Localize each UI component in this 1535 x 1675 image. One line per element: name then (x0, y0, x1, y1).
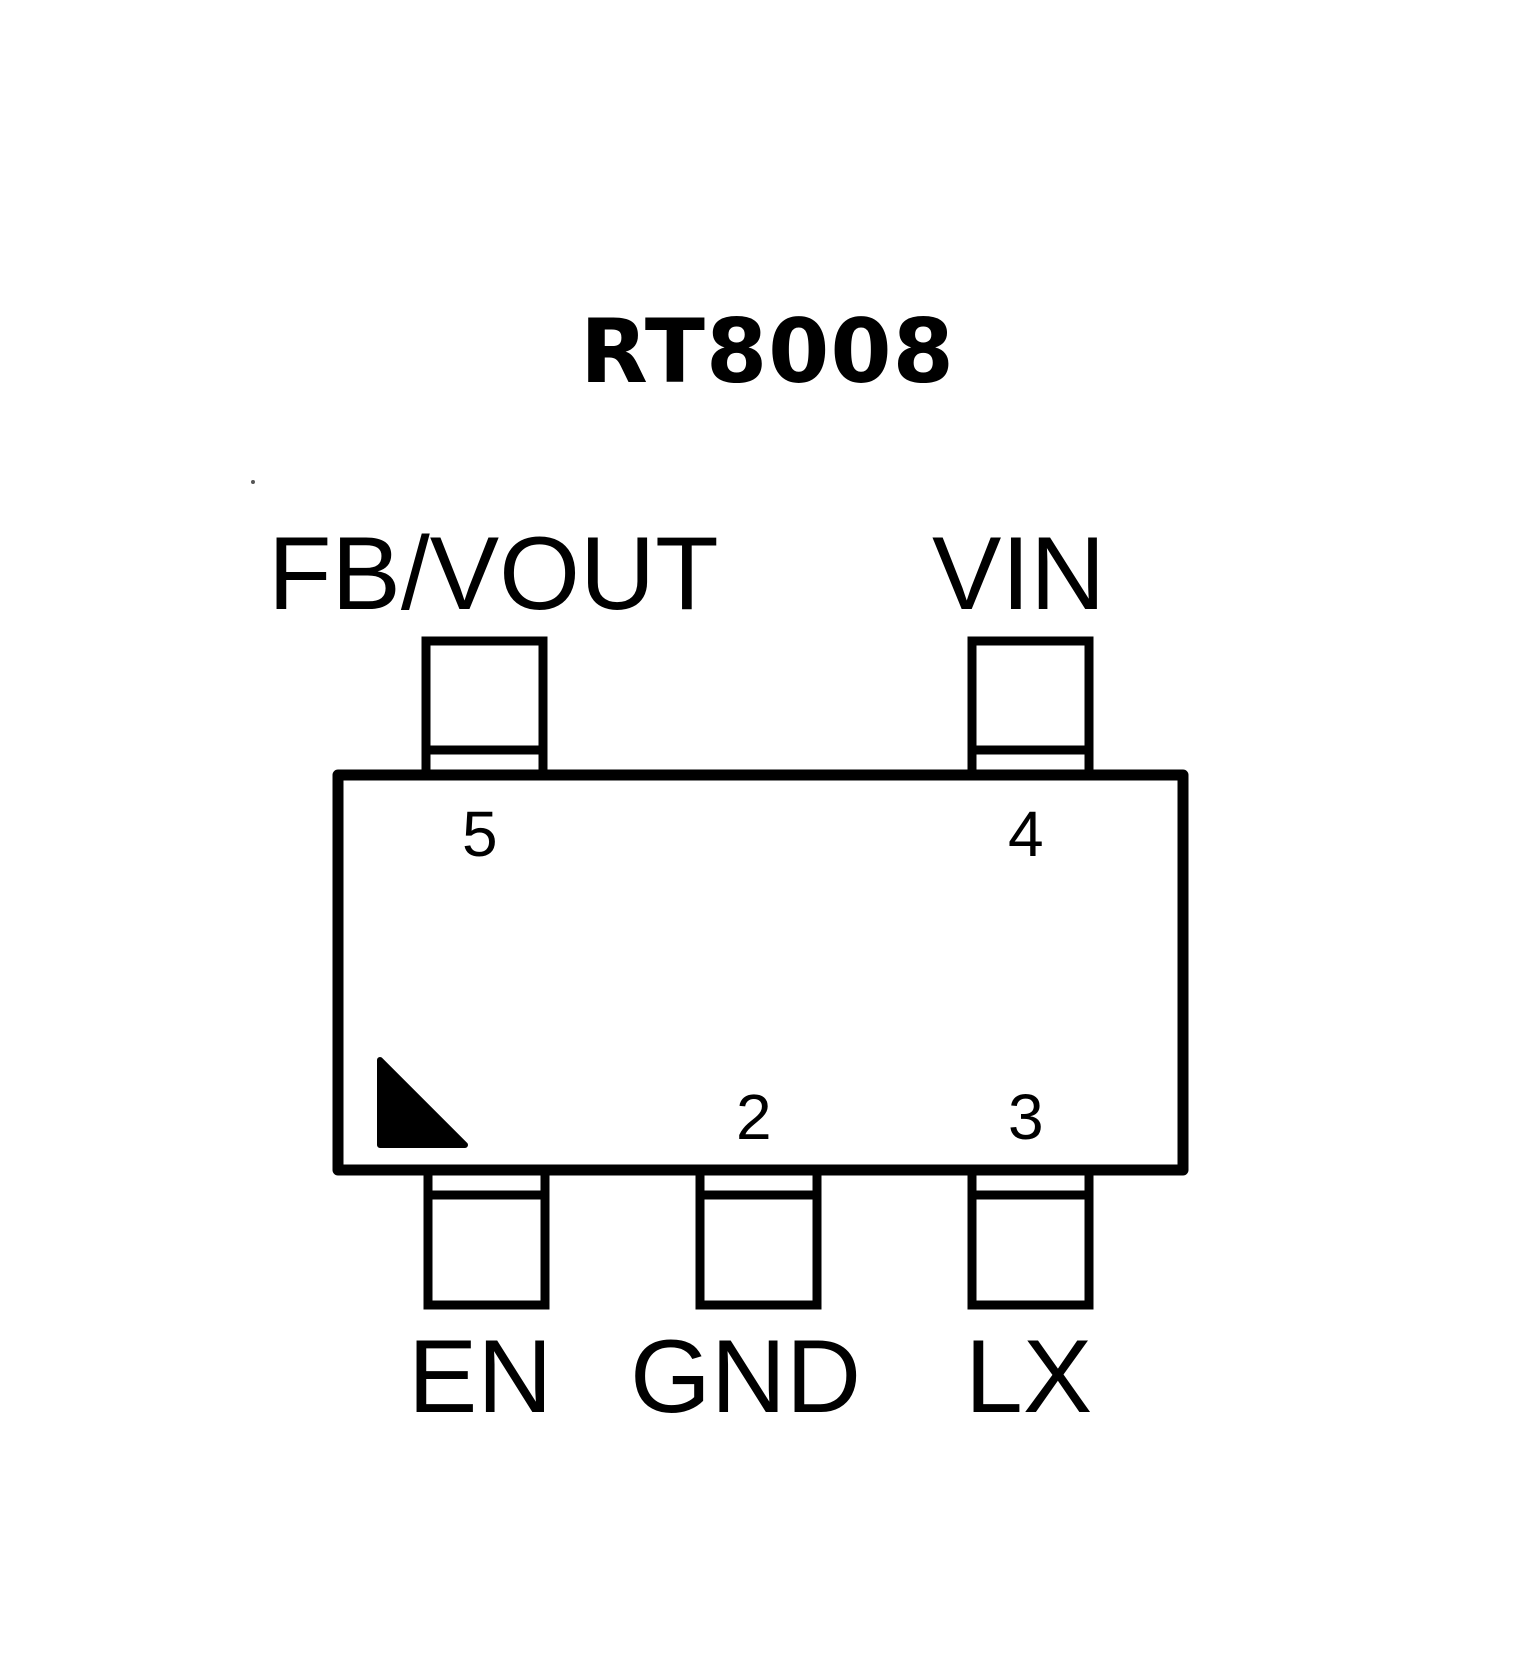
pin-2-number: 2 (736, 1081, 772, 1153)
pin-1-lead (423, 1165, 550, 1310)
pin1-triangle-icon (377, 1057, 468, 1148)
pin-5-number: 5 (462, 798, 498, 870)
pin-4-number: 4 (1008, 798, 1044, 870)
chip-title: RT8008 (580, 300, 955, 403)
pin-1-label: EN (408, 1319, 553, 1435)
pin-3-number: 3 (1008, 1081, 1044, 1153)
pin-2-label: GND (630, 1319, 862, 1435)
pin-3-label: LX (965, 1319, 1093, 1435)
pin-2-lead (695, 1165, 822, 1310)
stray-dot (251, 480, 255, 484)
pin-5-label: FB/VOUT (268, 516, 719, 632)
pin-3-lead (967, 1165, 1094, 1310)
pin-5-lead (421, 636, 548, 780)
pin-4-label: VIN (932, 516, 1106, 632)
pin-4-lead (967, 636, 1094, 780)
